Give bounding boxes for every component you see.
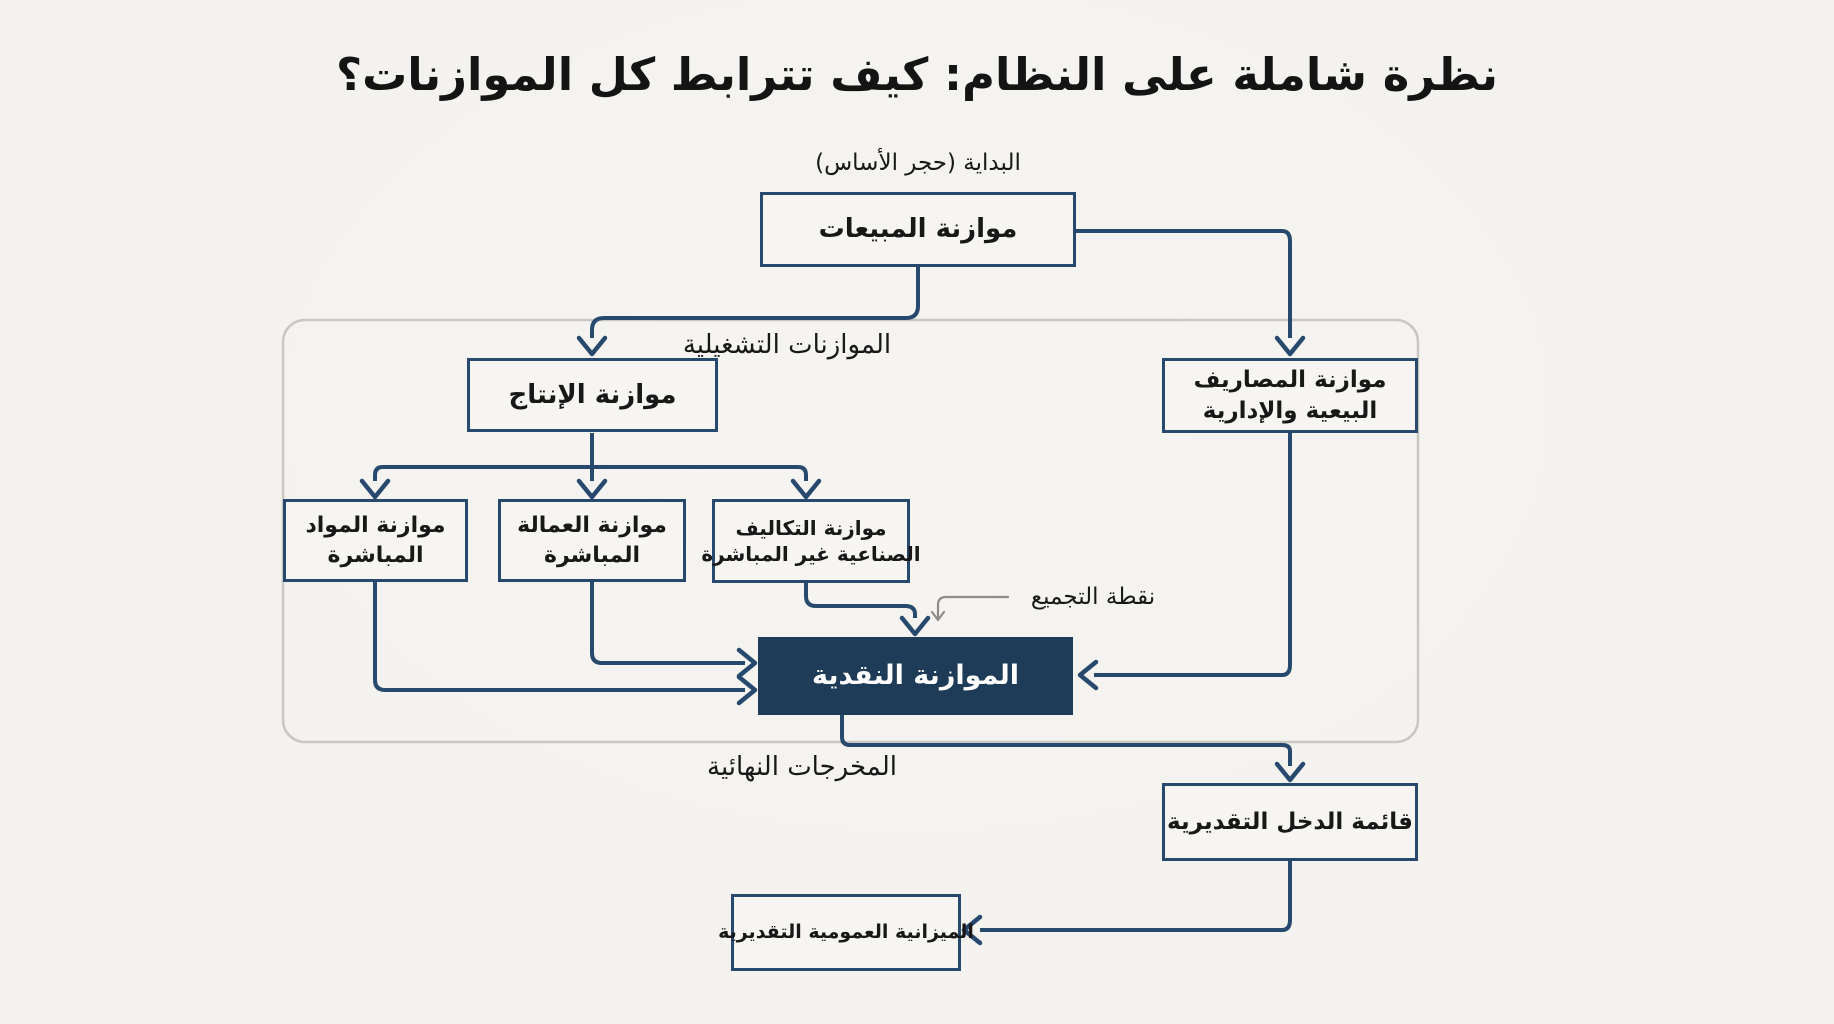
- node-label: البيعية والإدارية: [1202, 397, 1378, 424]
- label-aggregation-point: نقطة التجميع: [1030, 584, 1156, 610]
- node-label: موازنة الإنتاج: [508, 379, 677, 410]
- arrow-down-icon: [790, 478, 822, 500]
- arrow-right-icon: [736, 674, 758, 706]
- node-production-budget: موازنة الإنتاج: [467, 358, 718, 432]
- arrow-down-icon: [359, 478, 391, 500]
- node-label: موازنة المصاريف: [1193, 367, 1387, 394]
- node-selling-admin-expenses-budget: موازنة المصاريف البيعية والإدارية: [1162, 358, 1418, 433]
- node-budgeted-income-statement: قائمة الدخل التقديرية: [1162, 783, 1418, 861]
- node-direct-labor-budget: موازنة العمالة المباشرة: [498, 499, 686, 582]
- arrow-down-icon: [1274, 761, 1306, 783]
- node-direct-materials-budget: موازنة المواد المباشرة: [283, 499, 468, 582]
- node-label: موازنة التكاليف: [735, 515, 887, 540]
- arrow-down-icon: [576, 335, 608, 357]
- label-operating-budgets-section: الموازنات التشغيلية: [682, 330, 892, 360]
- edge-sales-to-production: [590, 267, 920, 338]
- node-label: الموازنة النقدية: [811, 660, 1020, 692]
- node-manufacturing-overhead-budget: موازنة التكاليف الصناعية غير المباشرة: [701, 499, 921, 583]
- node-sales-budget: موازنة المبيعات: [760, 192, 1076, 267]
- edge-materials-to-cash: [373, 582, 745, 692]
- node-label: الصناعية غير المباشرة: [701, 542, 921, 566]
- node-budgeted-balance-sheet: الميزانية العمومية التقديرية: [718, 894, 974, 971]
- edge-sales-to-sga: [1076, 229, 1292, 338]
- arrow-down-icon: [1274, 335, 1306, 357]
- arrow-right-icon: [736, 647, 758, 679]
- edge-production-split-bar: [373, 465, 808, 481]
- edge-income-to-balance: [980, 861, 1292, 932]
- aggregation-pointer-line: [930, 595, 1010, 622]
- arrow-down-icon: [576, 478, 608, 500]
- node-label: موازنة العمالة: [517, 513, 667, 539]
- edge-labor-to-cash: [590, 582, 745, 665]
- arrow-left-icon: [961, 914, 983, 946]
- node-cash-budget: الموازنة النقدية: [758, 637, 1073, 715]
- node-label: الميزانية العمومية التقديرية: [718, 920, 974, 943]
- edge-overhead-to-cash: [804, 583, 917, 618]
- edge-cash-to-income: [840, 715, 1292, 766]
- arrow-left-icon: [1077, 659, 1099, 691]
- node-label: موازنة المواد: [305, 513, 446, 539]
- node-label: المباشرة: [327, 542, 424, 568]
- edge-sga-to-cash: [1094, 433, 1292, 677]
- edge-lines: [373, 229, 1292, 932]
- node-label: المباشرة: [543, 542, 641, 568]
- arrowheads: [359, 335, 1306, 946]
- node-label: موازنة المبيعات: [818, 214, 1018, 245]
- label-starting-point: البداية (حجر الأساس): [815, 150, 1021, 176]
- arrow-down-icon: [899, 615, 931, 637]
- page-title: نظرة شاملة على النظام: كيف تترابط كل الم…: [335, 48, 1499, 101]
- node-label: قائمة الدخل التقديرية: [1167, 808, 1413, 835]
- aggregation-arrow-icon: [930, 610, 946, 622]
- label-final-outputs-section: المخرجات النهائية: [707, 752, 897, 782]
